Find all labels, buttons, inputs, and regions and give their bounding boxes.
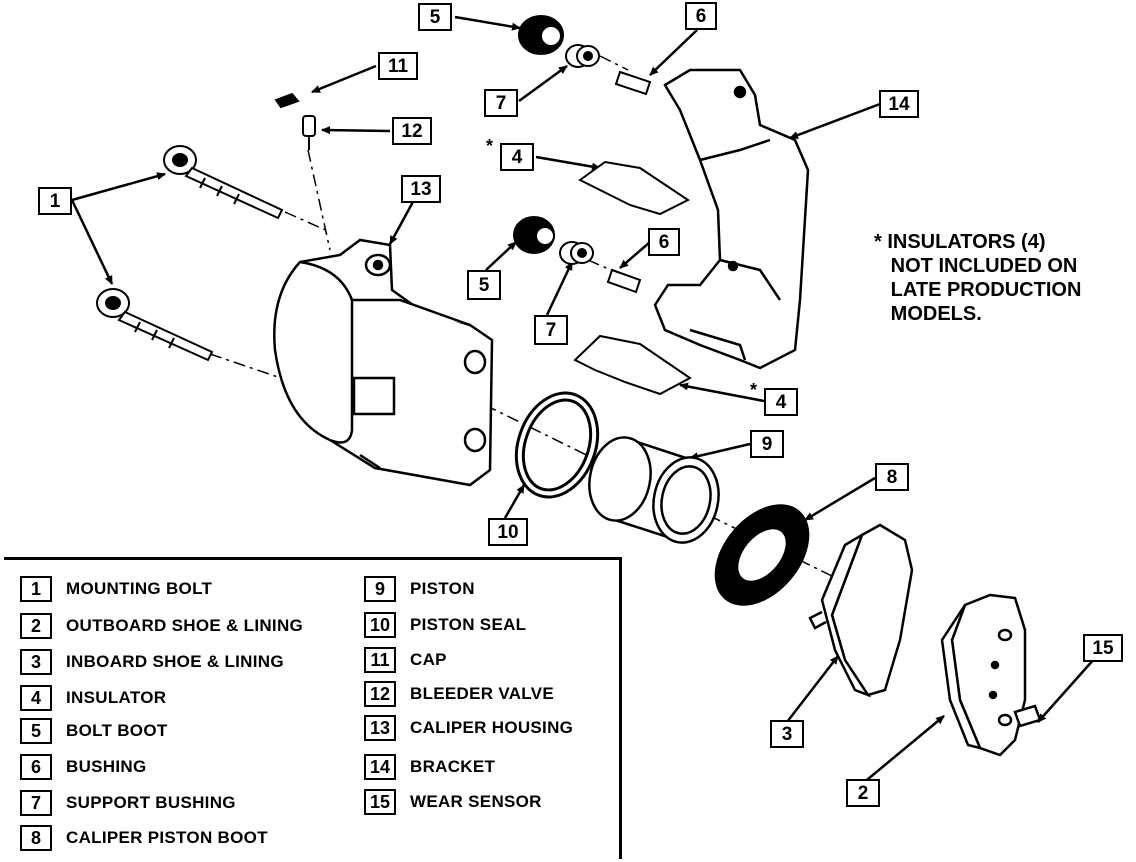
legend-item: 1 MOUNTING BOLT	[20, 576, 212, 602]
callout-11: 11	[378, 52, 418, 80]
insulator-asterisk-lower: *	[750, 380, 758, 400]
bolt-boot-drawing	[513, 15, 564, 254]
callout-14: 14	[879, 90, 919, 118]
legend-item: 14 BRACKET	[364, 754, 495, 780]
piston-boot-drawing	[714, 504, 810, 606]
legend-item: 7 SUPPORT BUSHING	[20, 790, 236, 816]
callout-4-lower: 4	[764, 388, 798, 416]
callout-1: 1	[38, 187, 72, 215]
legend-label: PISTON	[410, 579, 475, 598]
bleeder-valve-drawing	[274, 92, 316, 150]
legend-label: WEAR SENSOR	[410, 792, 542, 811]
legend-number: 6	[20, 754, 52, 780]
legend-number: 14	[364, 754, 396, 780]
legend-number: 11	[364, 647, 396, 673]
insulator-footnote: * INSULATORS (4) NOT INCLUDED ON LATE PR…	[874, 231, 1082, 325]
callout-6-lower: 6	[648, 228, 680, 256]
legend-item: 13 CALIPER HOUSING	[364, 715, 573, 741]
legend-label: PISTON SEAL	[410, 615, 527, 634]
legend-label: SUPPORT BUSHING	[66, 793, 236, 812]
legend-item: 11 CAP	[364, 647, 447, 673]
callout-5-upper: 5	[418, 3, 452, 31]
inboard-shoe-drawing	[808, 523, 914, 698]
legend-item: 6 BUSHING	[20, 754, 147, 780]
legend-number: 5	[20, 718, 52, 744]
legend-number: 10	[364, 612, 396, 638]
legend-item: 8 CALIPER PISTON BOOT	[20, 825, 268, 851]
legend-label: INSULATOR	[66, 688, 167, 707]
callout-10: 10	[488, 518, 528, 546]
legend-number: 8	[20, 825, 52, 851]
mounting-bolt-drawing	[96, 145, 284, 362]
parts-legend: 1 MOUNTING BOLT 2 OUTBOARD SHOE & LINING 3…	[4, 557, 622, 859]
callout-5-lower: 5	[467, 270, 501, 300]
legend-label: CAP	[410, 650, 447, 669]
legend-label: MOUNTING BOLT	[66, 579, 213, 598]
legend-number: 13	[364, 715, 396, 741]
legend-label: BLEEDER VALVE	[410, 684, 555, 703]
legend-item: 5 BOLT BOOT	[20, 718, 168, 744]
legend-label: BRACKET	[410, 757, 496, 776]
legend-number: 15	[364, 789, 396, 815]
insulator-asterisk-upper: *	[486, 136, 494, 156]
callout-7-upper: 7	[484, 89, 518, 117]
leader-lines	[70, 15, 1096, 785]
legend-item: 12 BLEEDER VALVE	[364, 681, 554, 707]
piston-seal-drawing	[514, 391, 600, 499]
callout-8: 8	[875, 463, 909, 491]
legend-item: 4 INSULATOR	[20, 685, 166, 711]
callout-7-lower: 7	[534, 315, 568, 345]
callout-6-upper: 6	[685, 2, 717, 30]
legend-number: 7	[20, 790, 52, 816]
callout-4-upper: 4	[500, 143, 534, 171]
legend-item: 15 WEAR SENSOR	[364, 789, 542, 815]
legend-number: 4	[20, 685, 52, 711]
outboard-shoe-drawing	[940, 593, 1042, 757]
callout-2: 2	[846, 779, 880, 807]
bracket-drawing	[653, 68, 810, 370]
legend-number: 2	[20, 613, 52, 639]
legend-number: 12	[364, 681, 396, 707]
callout-12: 12	[392, 117, 432, 145]
legend-label: CALIPER HOUSING	[410, 718, 574, 737]
legend-number: 9	[364, 576, 396, 602]
callout-13: 13	[401, 175, 441, 203]
legend-item: 2 OUTBOARD SHOE & LINING	[20, 613, 303, 639]
callout-15: 15	[1083, 634, 1123, 662]
insulator-drawing	[573, 160, 692, 396]
legend-label: INBOARD SHOE & LINING	[66, 652, 284, 671]
legend-label: OUTBOARD SHOE & LINING	[66, 616, 304, 635]
callout-3: 3	[770, 720, 804, 748]
legend-label: CALIPER PISTON BOOT	[66, 828, 268, 847]
legend-item: 3 INBOARD SHOE & LINING	[20, 649, 284, 675]
legend-item: 9 PISTON	[364, 576, 475, 602]
bushing-drawing	[559, 44, 652, 294]
legend-number: 1	[20, 576, 52, 602]
legend-label: BUSHING	[66, 757, 147, 776]
legend-item: 10 PISTON SEAL	[364, 612, 526, 638]
caliper-housing-drawing	[273, 238, 494, 487]
piston-drawing	[588, 436, 720, 544]
legend-number: 3	[20, 649, 52, 675]
callout-9: 9	[750, 430, 784, 458]
legend-label: BOLT BOOT	[66, 721, 168, 740]
